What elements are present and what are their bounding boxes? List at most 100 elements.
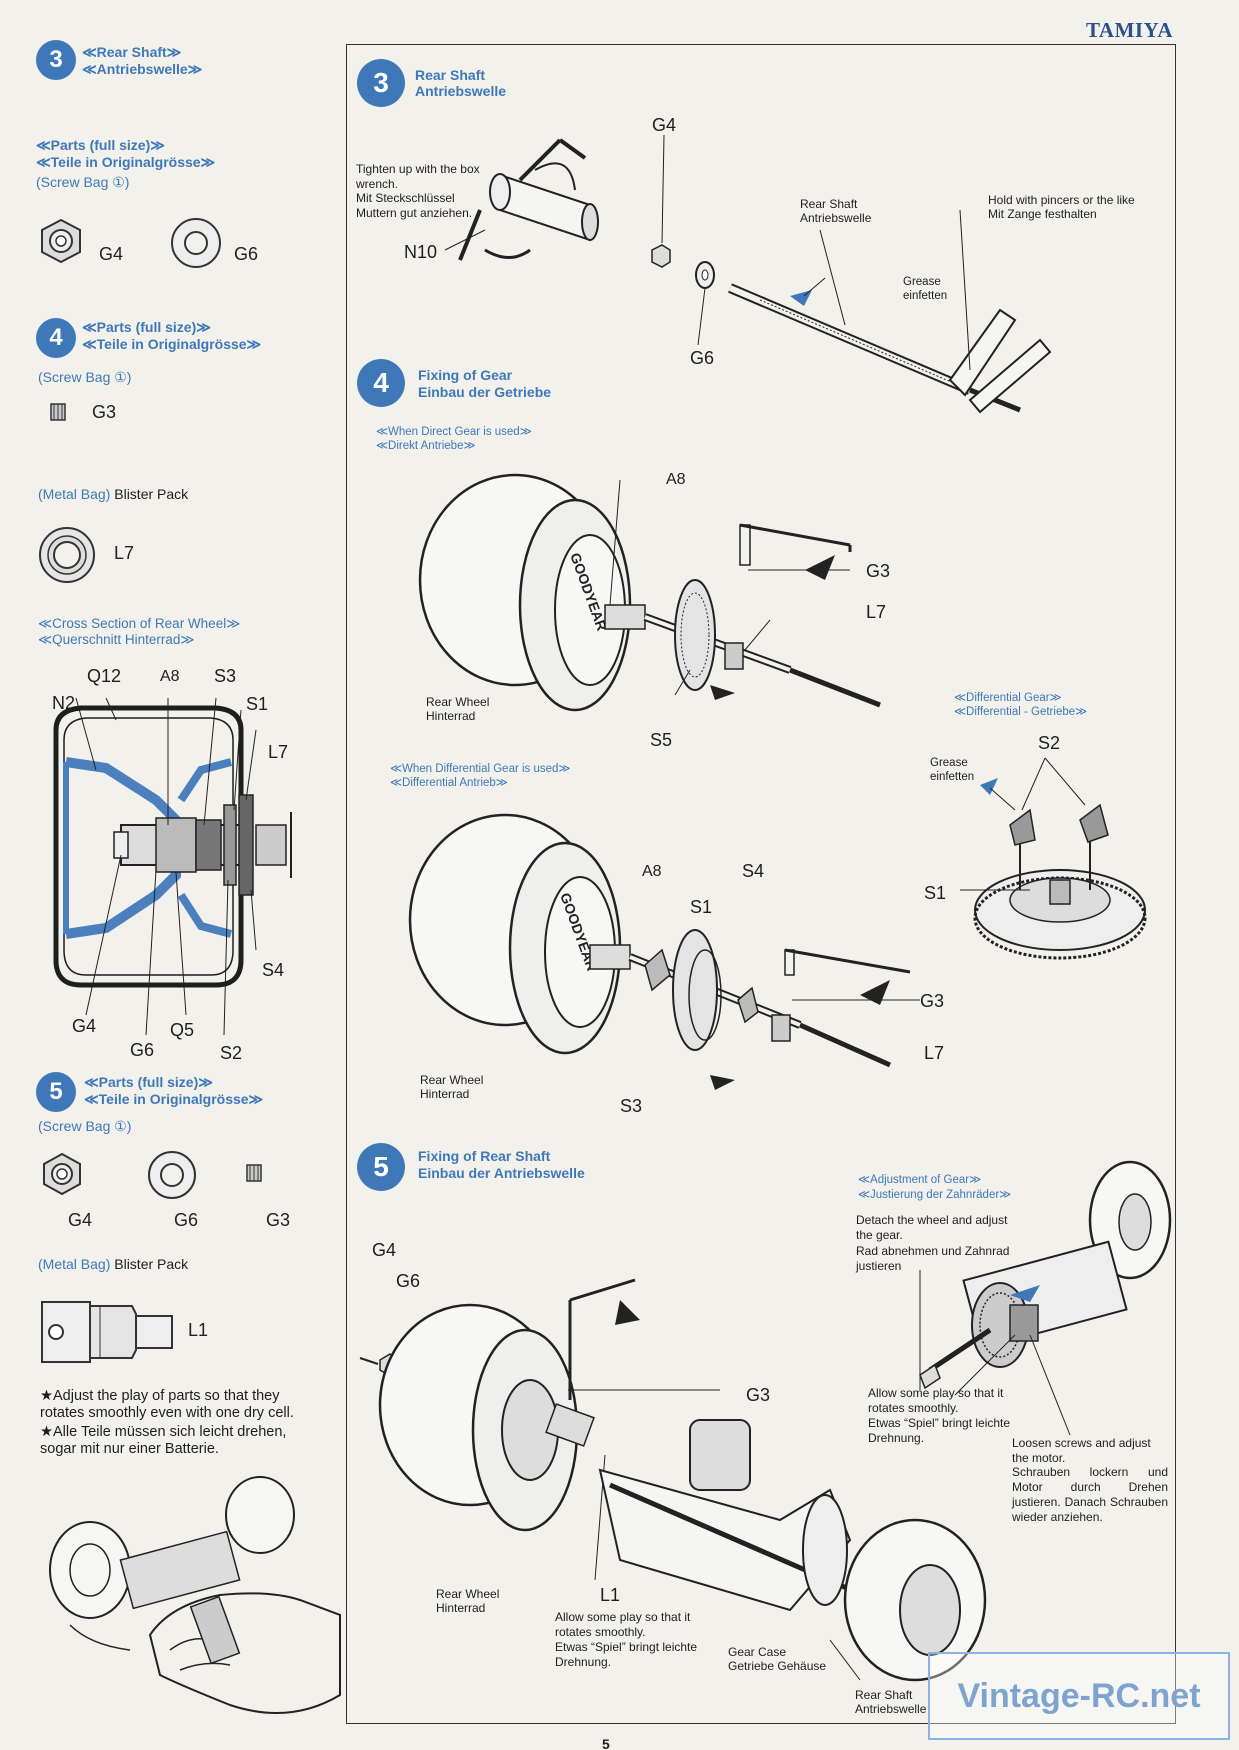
sidebar-step5-note-de: ★Alle Teile müssen sich leicht drehen, s… xyxy=(40,1424,287,1457)
hands-testing-chassis-illustration xyxy=(49,1476,341,1714)
main-frame xyxy=(346,44,1176,1724)
sidebar-step5-parts-de: ≪Teile in Originalgrösse≫ xyxy=(84,1091,264,1107)
main-step4-diff-en: ≪When Differential Gear is used≫ xyxy=(390,763,571,775)
main-step4-title-en: Fixing of Gear xyxy=(418,367,513,383)
direct-label-s5: S5 xyxy=(650,730,673,750)
watermark: Vintage-RC.net xyxy=(928,1652,1230,1740)
cs-label-s3: S3 xyxy=(214,666,237,686)
adjust-detach-de: Rad abnehmen und Zahnrad justieren xyxy=(856,1244,1010,1273)
main-step4-title-de: Einbau der Getriebe xyxy=(418,384,552,400)
diff-gear-title-en: ≪Differential Gear≫ xyxy=(954,692,1062,704)
diff-label-s4: S4 xyxy=(742,861,765,881)
diff-gear-title-de: ≪Differential - Getriebe≫ xyxy=(954,706,1088,718)
brand-logo: TAMIYA xyxy=(1085,18,1173,42)
sidebar-step3-title-de: ≪Antriebswelle≫ xyxy=(82,61,203,77)
differential-gear-detail-diagram xyxy=(960,757,1147,960)
main-step3-grease-de: einfetten xyxy=(903,290,948,302)
sidebar-step5-part-g4: G4 xyxy=(68,1210,93,1230)
washer-icon xyxy=(171,218,221,268)
main-step4-direct-en: ≪When Direct Gear is used≫ xyxy=(376,426,532,438)
direct-label-a8: A8 xyxy=(666,471,686,488)
step5-label-g3: G3 xyxy=(746,1385,771,1405)
main-step3-tighten-en: Tighten up with the box wrench. xyxy=(356,162,480,191)
main-step3-tighten-de: Mit Steckschlüssel Muttern gut anziehen. xyxy=(356,191,473,220)
main-step3-rear-shaft-en: Rear Shaft xyxy=(800,197,858,211)
shaft-coupling-icon xyxy=(41,1301,173,1363)
direct-rear-wheel-de: Hinterrad xyxy=(426,709,476,723)
hex-nut-icon xyxy=(43,1152,81,1196)
adjust-detach-en: Detach the wheel and adjust the gear. xyxy=(856,1213,1008,1242)
step5-rear-shaft-en: Rear Shaft xyxy=(855,1688,913,1702)
sidebar-step5-bag: (Screw Bag ①) xyxy=(38,1118,132,1134)
step5-gear-case-en: Gear Case xyxy=(728,1645,787,1659)
set-screw-icon xyxy=(50,403,66,421)
step5-label-g6: G6 xyxy=(396,1271,421,1291)
blister-pack-label: Blister Pack xyxy=(114,1256,189,1272)
sidebar-step4-blister: (Metal Bag) Blister Pack xyxy=(38,486,188,502)
main-step3-label-g4: G4 xyxy=(652,115,677,135)
cs-label-n2: N2 xyxy=(52,693,76,713)
direct-label-l7: L7 xyxy=(866,602,887,622)
diff-label-g3: G3 xyxy=(920,991,945,1011)
sidebar-step5-blister: (Metal Bag) Blister Pack xyxy=(38,1256,188,1272)
direct-gear-assembly-diagram: GOODYEAR xyxy=(418,473,881,712)
cs-label-s1: S1 xyxy=(246,694,269,714)
sidebar-step5-part-l1: L1 xyxy=(188,1320,209,1340)
step5-gear-case-de: Getriebe Gehäuse xyxy=(728,1659,827,1673)
cross-section-title: ≪Cross Section of Rear Wheel≫ ≪Querschni… xyxy=(38,616,240,648)
main-step4-diff-de: ≪Differential Antrieb≫ xyxy=(390,777,508,789)
main-step5-title-en: Fixing of Rear Shaft xyxy=(418,1148,551,1164)
cs-label-s2: S2 xyxy=(220,1043,243,1063)
set-screw-icon xyxy=(246,1164,262,1182)
diff-rear-wheel-de: Hinterrad xyxy=(420,1087,470,1101)
sidebar-step3-part-g4: G4 xyxy=(99,244,124,264)
rear-wheel-cross-section-diagram xyxy=(53,697,292,1036)
adjust-title-en: ≪Adjustment of Gear≫ xyxy=(858,1174,982,1186)
main-step3-grease-en: Grease xyxy=(903,276,941,288)
diff-label-s3: S3 xyxy=(620,1096,643,1116)
sidebar-step4-part-l7: L7 xyxy=(114,543,135,563)
adjust-loosen-en: Loosen screws and adjust the motor. xyxy=(1012,1436,1151,1465)
differential-gear-assembly-diagram: GOODYEAR xyxy=(408,813,920,1090)
main-step3-title-en: Rear Shaft xyxy=(415,67,486,83)
step5-label-g4: G4 xyxy=(372,1240,397,1260)
diff-gear-label-s1: S1 xyxy=(924,883,947,903)
cs-label-l7: L7 xyxy=(268,742,289,762)
cs-label-q12: Q12 xyxy=(87,666,122,686)
diff-gear-grease-en: Grease xyxy=(930,757,968,769)
sidebar-step3-title-en: ≪Rear Shaft≫ xyxy=(82,44,182,60)
step5-rear-wheel-en: Rear Wheel xyxy=(436,1587,500,1601)
step5-play-en: Allow some play so that it rotates smoot… xyxy=(555,1610,691,1639)
adjust-play-de: Etwas “Spiel” bringt leichte Drehnung. xyxy=(868,1416,1011,1445)
sidebar-step3-bag: (Screw Bag ①) xyxy=(36,174,130,190)
metal-bag-label: (Metal Bag) xyxy=(38,1256,111,1272)
sidebar-step5-part-g3: G3 xyxy=(266,1210,291,1230)
main-step3-label-n10: N10 xyxy=(404,242,438,262)
sidebar-step5-number: 5 xyxy=(36,1072,76,1112)
sidebar-step5-parts-en: ≪Parts (full size)≫ xyxy=(84,1074,213,1090)
main-step3-rear-shaft-de: Antriebswelle xyxy=(800,211,872,225)
main-step3-hold-en: Hold with pincers or the like xyxy=(988,193,1135,207)
direct-label-g3: G3 xyxy=(866,561,891,581)
cs-label-a8: A8 xyxy=(160,668,180,685)
sidebar-step5-note-en: ★Adjust the play of parts so that they r… xyxy=(40,1388,294,1421)
sidebar-step4-parts-en: ≪Parts (full size)≫ xyxy=(82,319,211,335)
page-number: 5 xyxy=(602,1736,610,1750)
diff-rear-wheel-en: Rear Wheel xyxy=(420,1073,484,1087)
diff-label-l7: L7 xyxy=(924,1043,945,1063)
cs-label-s4: S4 xyxy=(262,960,285,980)
rear-shaft-fixing-diagram xyxy=(359,1278,987,1682)
blister-pack-label: Blister Pack xyxy=(114,486,189,502)
main-step3-label-g6: G6 xyxy=(690,348,715,368)
sidebar-step3-parts-de: ≪Teile in Originalgrösse≫ xyxy=(36,154,216,170)
adjust-loosen-de: Schrauben lockern und Motor durch Drehen… xyxy=(1012,1465,1168,1524)
diff-label-s1: S1 xyxy=(690,897,713,917)
sidebar-step4-bag: (Screw Bag ①) xyxy=(38,369,132,385)
main-step4-direct-de: ≪Direkt Antriebe≫ xyxy=(376,440,476,452)
adjust-title-de: ≪Justierung der Zahnräder≫ xyxy=(858,1189,1012,1201)
cross-section-title-de: ≪Querschnitt Hinterrad≫ xyxy=(38,632,195,647)
main-step5-number: 5 xyxy=(357,1143,405,1191)
diff-gear-grease-de: einfetten xyxy=(930,771,975,783)
sidebar-step3-parts-en: ≪Parts (full size)≫ xyxy=(36,137,165,153)
